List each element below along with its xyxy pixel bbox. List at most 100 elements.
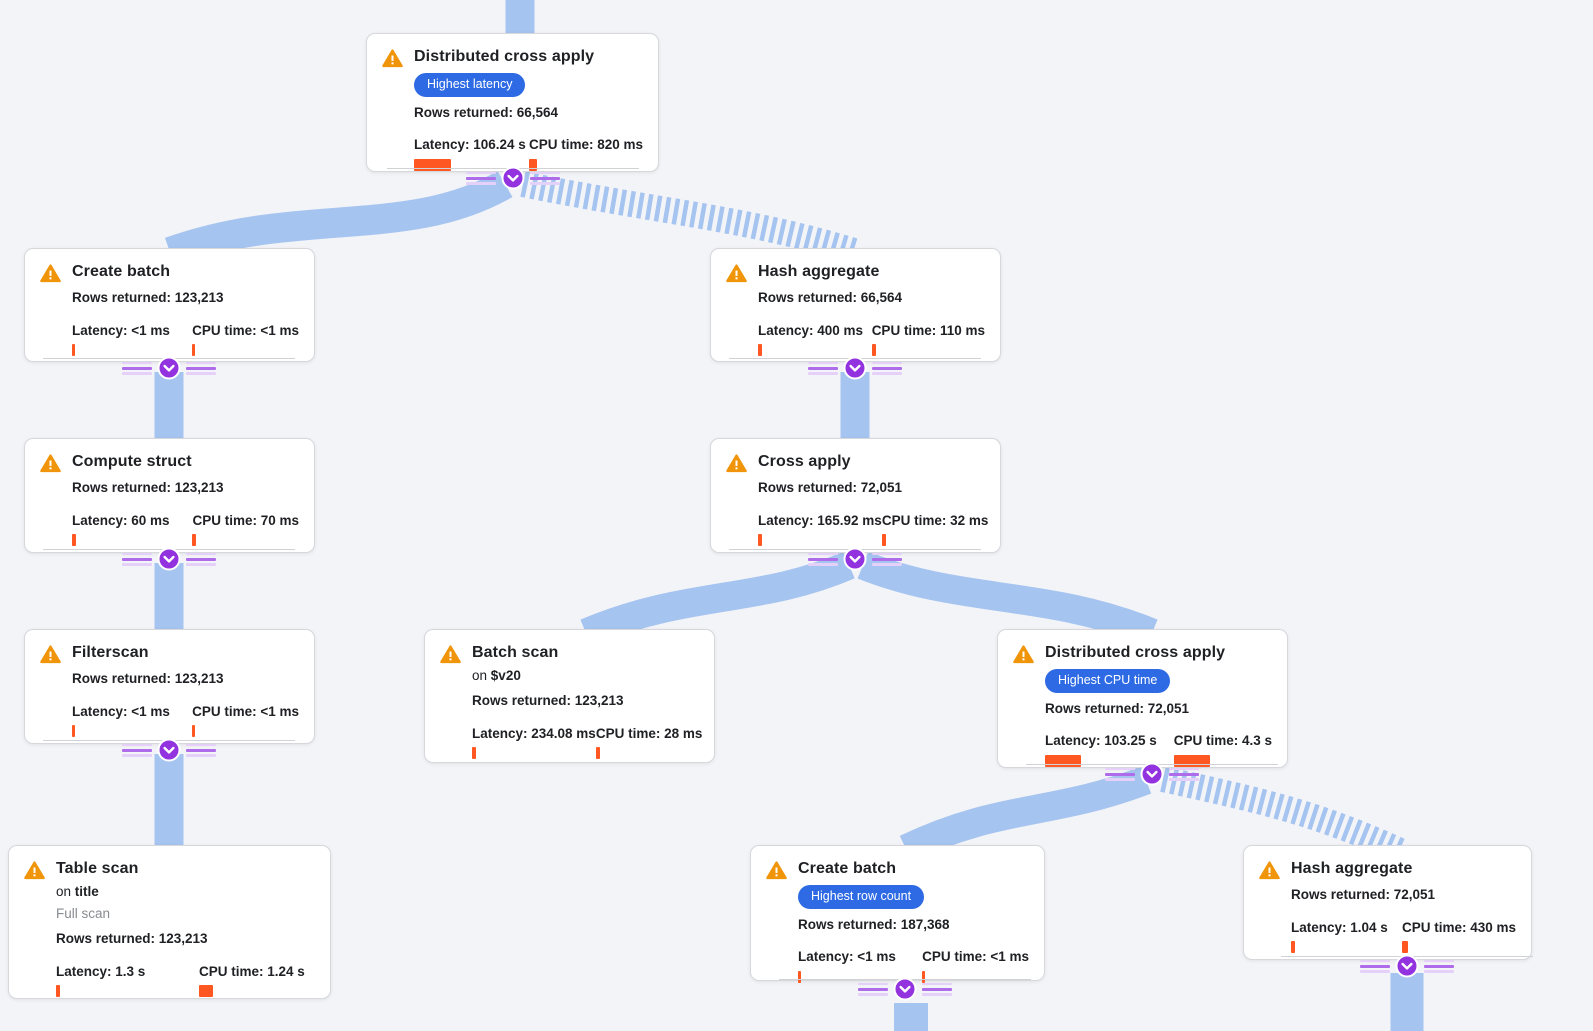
- cpu-time-bar: [871, 344, 876, 357]
- plan-node-cross-apply[interactable]: Cross apply Rows returned: 72,051 Latenc…: [710, 438, 1001, 553]
- cpu-time-label: CPU time: 430 ms: [1401, 919, 1516, 935]
- metrics-row: Latency: <1 ms CPU time: <1 ms: [72, 703, 299, 738]
- rows-returned: Rows returned: 66,564: [414, 104, 559, 120]
- collapse-connector-c-create-batch-1[interactable]: [43, 355, 295, 381]
- latency-label: Latency: 1.3 s: [56, 963, 146, 979]
- collapse-connector-c-dca-2[interactable]: [1026, 761, 1278, 787]
- plan-node-filterscan[interactable]: Filterscan Rows returned: 123,213 Latenc…: [24, 629, 315, 744]
- plan-node-batch-scan[interactable]: Batch scan on $v20 Rows returned: 123,21…: [424, 629, 715, 763]
- rows-returned: Rows returned: 123,213: [72, 290, 224, 305]
- metrics-row: Latency: 1.04 s CPU time: 430 ms: [1291, 919, 1516, 954]
- collapse-connector-c-compute-struct[interactable]: [43, 546, 295, 572]
- latency-bar: [72, 344, 75, 357]
- plan-node-table-scan[interactable]: Table scan on title Full scan Rows retur…: [8, 845, 331, 999]
- latency-metric: Latency: <1 ms: [72, 704, 192, 738]
- cpu-metric: CPU time: <1 ms: [922, 949, 1029, 983]
- warning-icon: [726, 264, 747, 283]
- metrics-row: Latency: 103.25 s CPU time: 4.3 s: [1045, 733, 1272, 767]
- collapse-connector-c-cross-apply[interactable]: [729, 546, 981, 572]
- connector-stripes-right: [872, 552, 902, 566]
- metrics-row: Latency: 106.24 s CPU time: 820 ms: [414, 137, 643, 171]
- latency-bar: [72, 725, 75, 738]
- chevron-down-icon: [157, 738, 181, 762]
- warning-icon: [40, 645, 61, 664]
- connector-stripes-right: [1424, 959, 1454, 973]
- latency-bar: [1291, 941, 1295, 954]
- node-title: Create batch: [798, 860, 897, 877]
- cpu-time-bar: [192, 534, 197, 547]
- node-title: Distributed cross apply: [1045, 644, 1226, 661]
- chevron-down-icon: [843, 356, 867, 380]
- chevron-down-icon: [1395, 954, 1419, 978]
- remote-flow-edge: [1160, 766, 1406, 863]
- plan-node-create-batch-2[interactable]: Create batch Highest row count Rows retu…: [750, 845, 1045, 983]
- node-title: Filterscan: [72, 644, 149, 661]
- plan-node-hash-agg-2[interactable]: Hash aggregate Rows returned: 72,051 Lat…: [1243, 845, 1532, 960]
- plan-node-dca-top[interactable]: Distributed cross apply Highest latency …: [366, 33, 659, 172]
- node-target: on title: [56, 884, 99, 899]
- rows-returned: Rows returned: 187,368: [798, 916, 950, 932]
- cpu-time-bar: [1401, 941, 1408, 954]
- cpu-time-label: CPU time: <1 ms: [922, 949, 1029, 965]
- latency-metric: Latency: 106.24 s: [414, 137, 529, 171]
- connector-stripes-left: [808, 361, 838, 375]
- node-title: Create batch: [72, 263, 171, 280]
- collapse-connector-c-create-batch-2[interactable]: [779, 976, 1031, 1002]
- latency-metric: Latency: 165.92 ms: [758, 513, 882, 547]
- latency-metric: Latency: 60 ms: [72, 512, 192, 547]
- cpu-time-label: CPU time: <1 ms: [192, 703, 299, 719]
- badge-row: Highest CPU time: [1045, 669, 1272, 693]
- collapse-connector-c-filterscan[interactable]: [43, 737, 295, 763]
- plan-node-hash-agg-1[interactable]: Hash aggregate Rows returned: 66,564 Lat…: [710, 248, 1001, 362]
- connector-stripes-right: [1169, 767, 1199, 781]
- cpu-time-label: CPU time: 32 ms: [881, 512, 989, 528]
- chevron-down-icon: [1140, 762, 1164, 786]
- connector-stripes-left: [122, 743, 152, 757]
- cpu-time-bar: [528, 158, 537, 171]
- plan-node-create-batch-1[interactable]: Create batch Rows returned: 123,213 Late…: [24, 248, 315, 362]
- rows-returned: Rows returned: 123,213: [72, 480, 224, 495]
- connector-stripes-left: [808, 552, 838, 566]
- connector-stripes-left: [466, 171, 496, 185]
- latency-label: Latency: 60 ms: [72, 512, 170, 528]
- cpu-metric: CPU time: 1.24 s: [199, 964, 305, 997]
- cpu-metric: CPU time: 70 ms: [192, 513, 299, 547]
- collapse-connector-c-hash-agg-1[interactable]: [729, 355, 981, 381]
- cpu-time-label: CPU time: 820 ms: [528, 137, 643, 153]
- cpu-metric: CPU time: 4.3 s: [1173, 733, 1272, 767]
- latency-metric: Latency: 103.25 s: [1045, 733, 1174, 767]
- plan-node-dca-2[interactable]: Distributed cross apply Highest CPU time…: [997, 629, 1288, 768]
- latency-label: Latency: 106.24 s: [414, 137, 526, 153]
- connector-stripes-left: [1105, 767, 1135, 781]
- chevron-down-icon: [501, 166, 525, 190]
- rows-returned: Rows returned: 66,564: [758, 290, 903, 305]
- flow-edge: [899, 766, 1152, 863]
- connector-stripes-right: [186, 361, 216, 375]
- metrics-row: Latency: <1 ms CPU time: <1 ms: [798, 949, 1029, 983]
- node-title: Cross apply: [758, 453, 851, 470]
- chevron-down-icon: [843, 547, 867, 571]
- connector-stripes-left: [122, 552, 152, 566]
- highlight-badge: Highest row count: [798, 885, 925, 909]
- plan-node-compute-struct[interactable]: Compute struct Rows returned: 123,213 La…: [24, 438, 315, 553]
- collapse-connector-c-dca-top[interactable]: [387, 165, 639, 191]
- metrics-row: Latency: 60 ms CPU time: 70 ms: [72, 512, 299, 547]
- collapse-connector-c-hash-agg-2[interactable]: [1281, 953, 1533, 979]
- latency-metric: Latency: 1.3 s: [56, 964, 199, 997]
- rows-returned: Rows returned: 123,213: [472, 692, 624, 708]
- remote-flow-edge: [520, 171, 861, 265]
- flow-edge: [580, 551, 855, 647]
- cpu-time-bar: [595, 746, 600, 759]
- connector-stripes-right: [186, 743, 216, 757]
- connector-stripes-left: [858, 982, 888, 996]
- flow-edge: [857, 551, 1158, 647]
- cpu-metric: CPU time: 28 ms: [595, 726, 702, 759]
- warning-icon: [1259, 861, 1280, 880]
- cpu-time-label: CPU time: 4.3 s: [1173, 733, 1272, 749]
- cpu-time-bar: [922, 970, 926, 983]
- chevron-down-icon: [157, 547, 181, 571]
- latency-label: Latency: <1 ms: [798, 949, 896, 965]
- node-title: Compute struct: [72, 453, 192, 470]
- rows-returned: Rows returned: 123,213: [72, 671, 224, 686]
